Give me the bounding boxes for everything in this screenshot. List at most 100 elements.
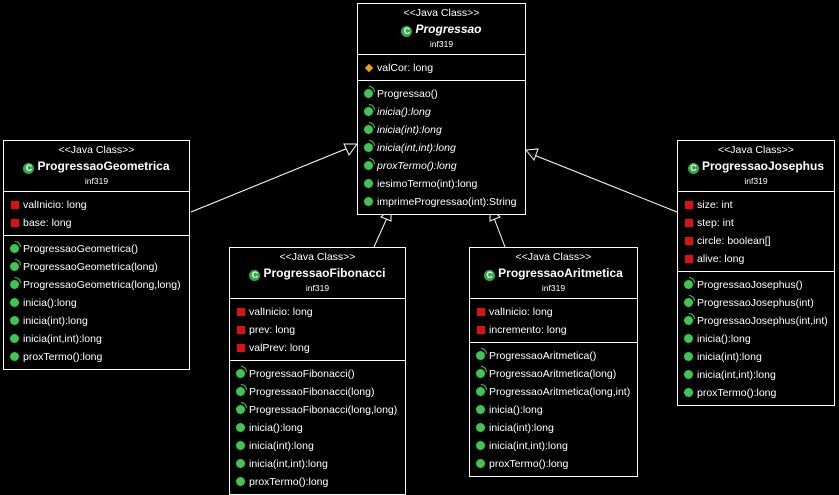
field-row: size: int [678, 196, 834, 214]
public-method-icon [10, 298, 19, 307]
public-method-icon [236, 441, 245, 450]
method-row: inicia():long [230, 419, 405, 437]
field-row: valInicio: long [230, 303, 405, 321]
method-row: inicia(int):long [678, 348, 834, 366]
private-field-icon [685, 237, 693, 245]
method-row: inicia(int,int):long [230, 455, 405, 473]
stereotype-label: <<Java Class>> [58, 144, 135, 156]
fields-section: valCor: long [358, 55, 525, 80]
field-row: prev: long [230, 321, 405, 339]
methods-section: Progressao() inicia():long inicia(int):l… [358, 80, 525, 214]
private-field-icon [477, 326, 485, 334]
method-row: inicia():long [4, 294, 189, 312]
package-label: inf319 [429, 39, 454, 49]
public-method-icon [236, 423, 245, 432]
method-row: inicia(int):long [470, 419, 637, 437]
edge-geometrica-to-progressao [190, 143, 358, 213]
constructor-icon [476, 366, 487, 378]
method-row: proxTermo():long [678, 384, 834, 402]
constructor-icon [236, 384, 247, 396]
class-icon: C [687, 163, 699, 174]
method-row: ProgressaoGeometrica(long,long) [4, 276, 189, 294]
class-icon: C [23, 163, 35, 174]
field-row: base: long [4, 214, 189, 232]
constructor-icon [236, 366, 247, 378]
public-method-icon [364, 197, 373, 206]
public-method-icon [10, 352, 19, 361]
constructor-icon [364, 86, 375, 98]
constructor-icon [10, 277, 21, 289]
field-row: circle: boolean[] [678, 232, 834, 250]
public-method-icon [476, 459, 485, 468]
method-row: inicia():long [470, 401, 637, 419]
constructor-icon [476, 384, 487, 396]
private-field-icon [11, 219, 19, 227]
abstract-method-icon [364, 122, 375, 134]
method-row: inicia():long [678, 330, 834, 348]
constructor-icon [476, 348, 487, 360]
method-row: inicia(int,int):long [678, 366, 834, 384]
public-method-icon [236, 477, 245, 486]
methods-section: ProgressaoGeometrica() ProgressaoGeometr… [4, 235, 189, 369]
public-method-icon [10, 334, 19, 343]
public-method-icon [476, 423, 485, 432]
abstract-method-icon [364, 158, 375, 170]
constructor-icon [684, 277, 695, 289]
method-row: ProgressaoFibonacci(long,long) [230, 401, 405, 419]
private-field-icon [685, 255, 693, 263]
package-label: inf319 [541, 283, 566, 293]
method-row: inicia():long [358, 103, 525, 121]
fields-section: valInicio: long base: long [4, 192, 189, 235]
method-row: ProgressaoJosephus(int) [678, 294, 834, 312]
method-row: ProgressaoGeometrica() [4, 240, 189, 258]
public-method-icon [10, 316, 19, 325]
method-row: proxTermo():long [4, 348, 189, 366]
constructor-icon [684, 313, 695, 325]
public-method-icon [684, 388, 693, 397]
field-row: valInicio: long [470, 303, 637, 321]
public-method-icon [476, 405, 485, 414]
class-icon: C [401, 26, 413, 37]
method-row: ProgressaoJosephus(int,int) [678, 312, 834, 330]
constructor-icon [10, 259, 21, 271]
method-row: proxTermo():long [470, 455, 637, 473]
constructor-icon [684, 295, 695, 307]
method-row: inicia(int):long [4, 312, 189, 330]
method-row: ProgressaoAritmetica() [470, 347, 637, 365]
private-field-icon [685, 201, 693, 209]
stereotype-label: <<Java Class>> [718, 144, 794, 156]
methods-section: ProgressaoJosephus() ProgressaoJosephus(… [678, 271, 834, 405]
constructor-icon [236, 402, 247, 414]
package-label: inf319 [84, 176, 109, 186]
method-row: ProgressaoAritmetica(long,int) [470, 383, 637, 401]
method-row: ProgressaoGeometrica(long) [4, 258, 189, 276]
method-row: ProgressaoJosephus() [678, 276, 834, 294]
private-field-icon [237, 344, 245, 352]
stereotype-label: <<Java Class>> [403, 7, 480, 19]
field-row: alive: long [678, 250, 834, 268]
field-row: incremento: long [470, 321, 637, 339]
private-field-icon [685, 219, 693, 227]
method-row: proxTermo():long [230, 473, 405, 491]
method-row: ProgressaoAritmetica(long) [470, 365, 637, 383]
method-row: ProgressaoFibonacci() [230, 365, 405, 383]
abstract-method-icon [364, 140, 375, 152]
private-field-icon [237, 308, 245, 316]
stereotype-label: <<Java Class>> [515, 251, 592, 263]
methods-section: ProgressaoFibonacci() ProgressaoFibonacc… [230, 360, 405, 494]
method-row: Progressao() [358, 85, 525, 103]
method-row: proxTermo():long [358, 157, 525, 175]
class-icon: C [249, 270, 261, 281]
field-row: step: int [678, 214, 834, 232]
method-row: inicia(int,int):long [358, 139, 525, 157]
